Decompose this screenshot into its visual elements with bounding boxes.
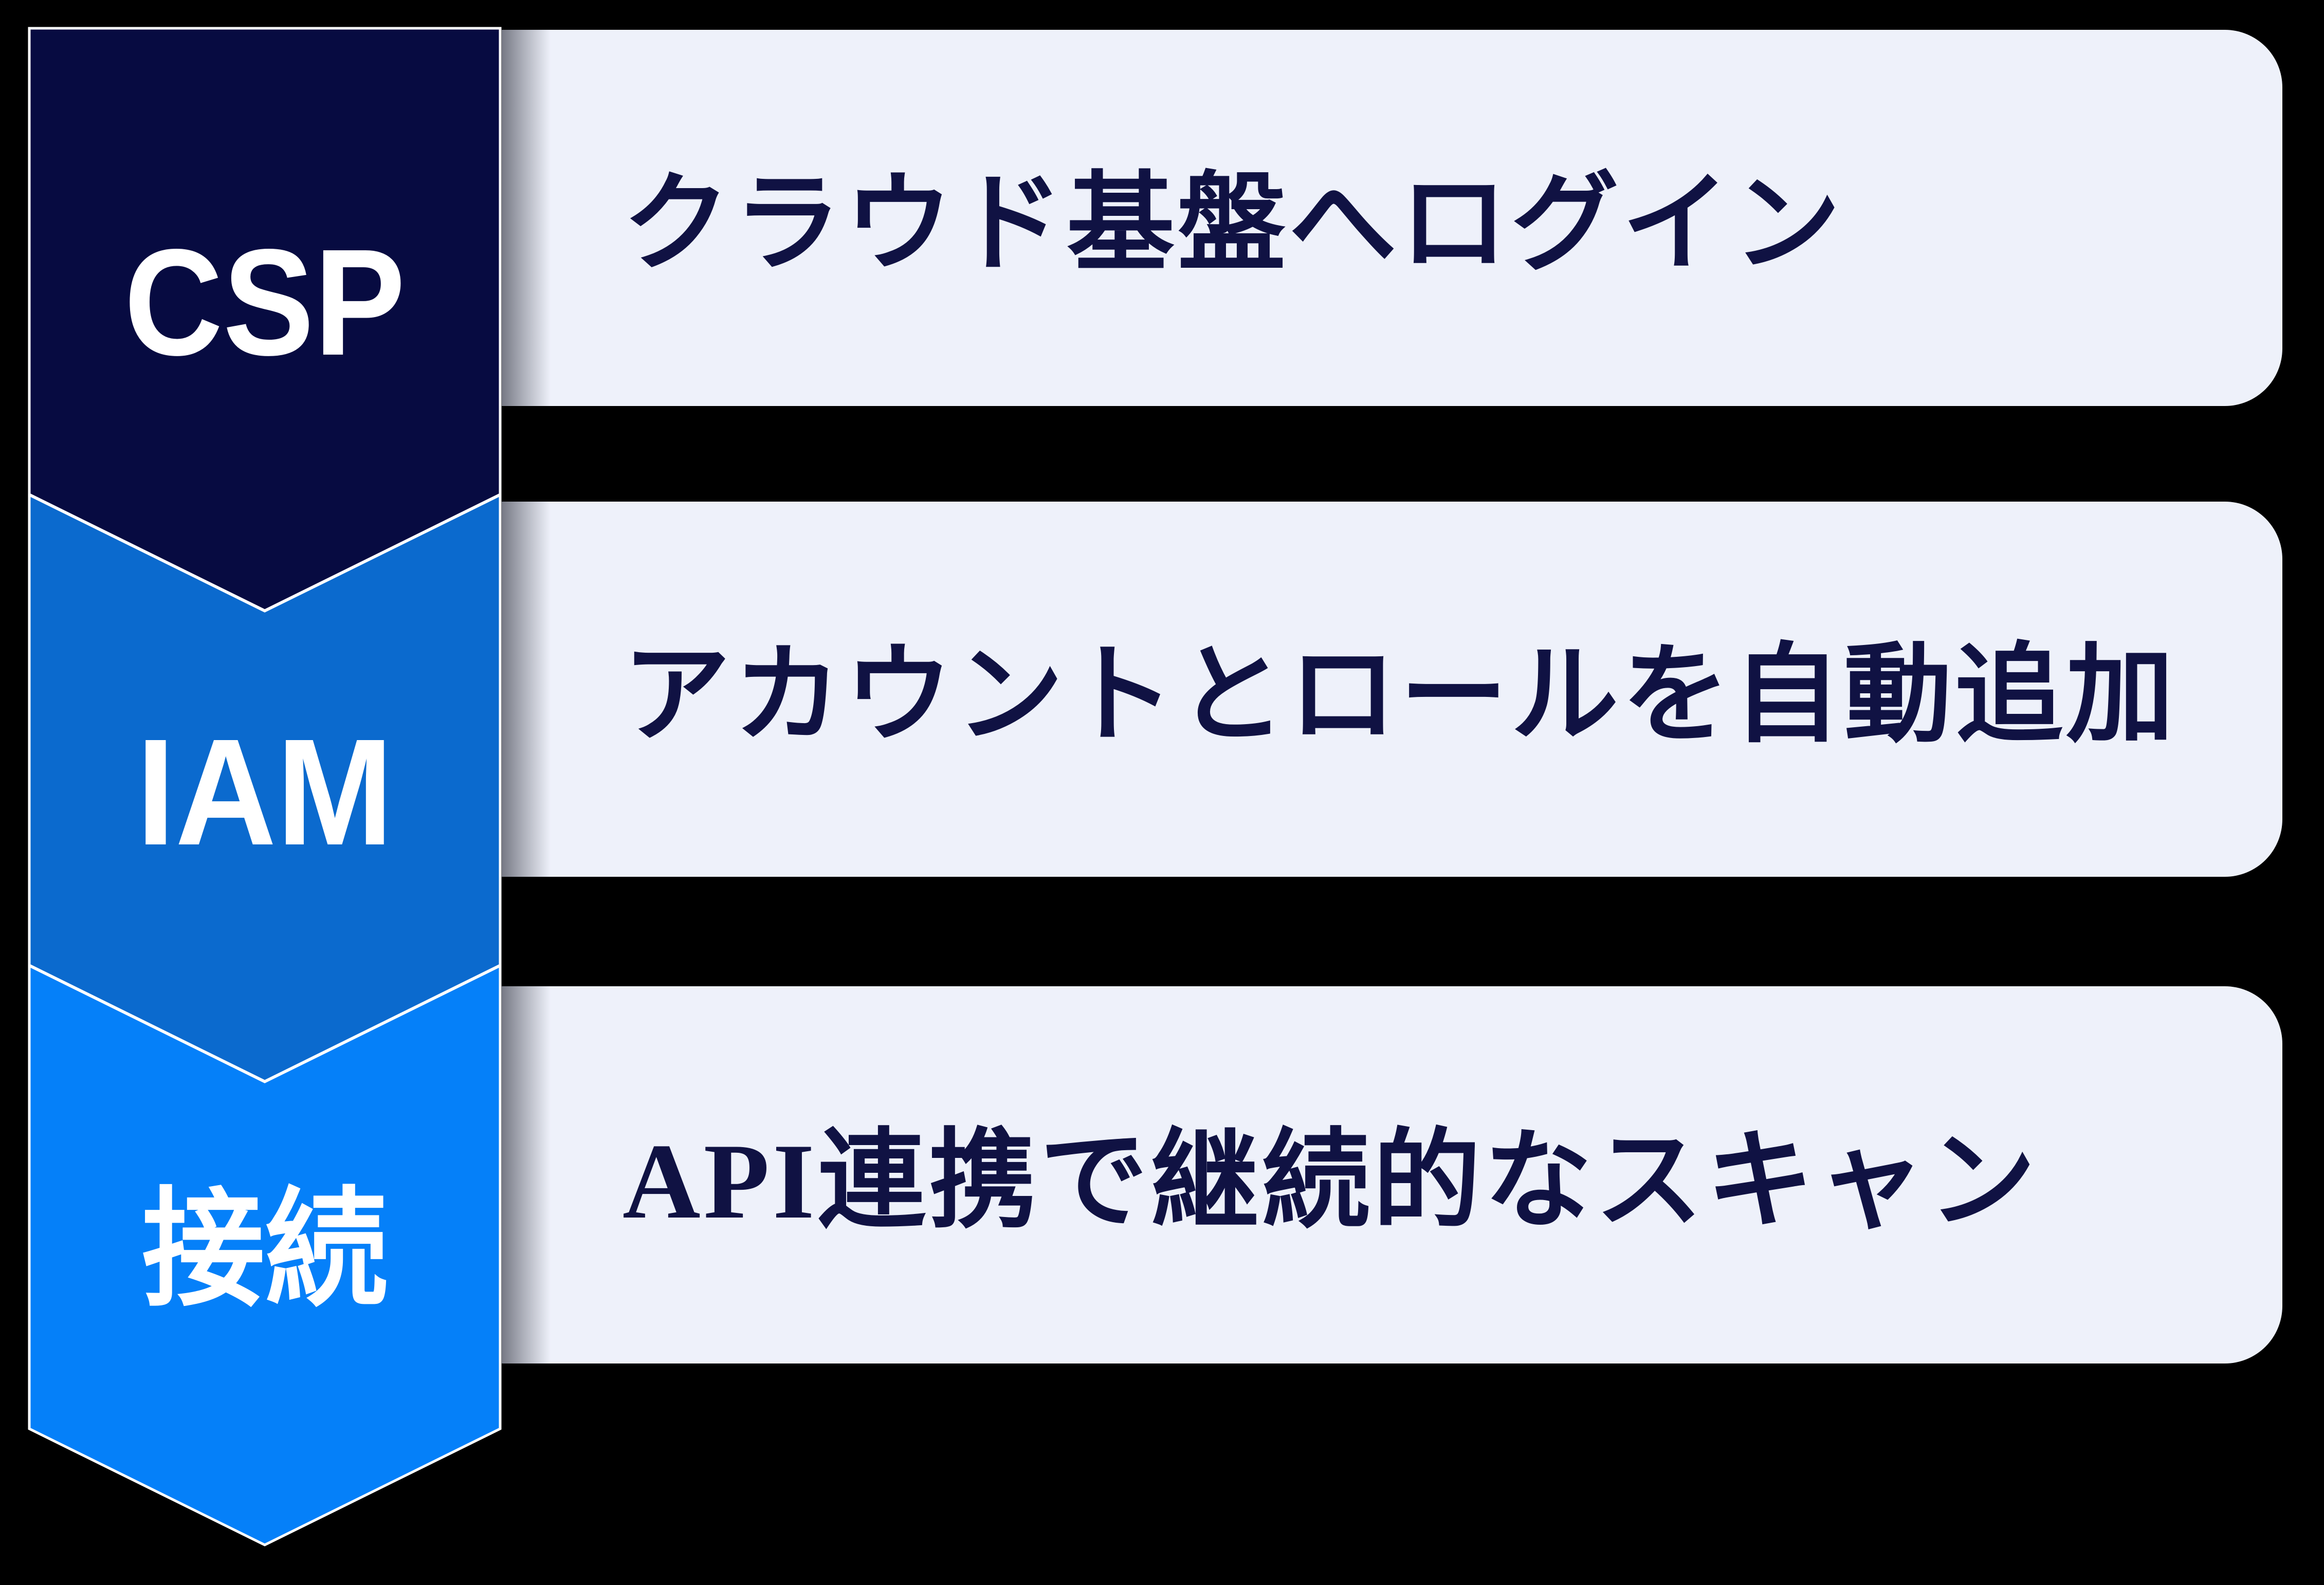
step-box-label: アカウントとロールを自動追加 [623,636,2177,755]
step-box-iam: アカウントとロールを自動追加 [502,502,2282,877]
step-box-setsuzoku: API連携で継続的なスキャン [502,986,2282,1363]
step-box-label: クラウド基盤へログイン [623,165,1844,284]
chevron-step-setsuzoku [28,963,502,1546]
step-box-label: API連携で継続的なスキャン [623,1122,2039,1241]
chevron-label-iam: IAM [136,707,393,877]
chevron-label-setsuzoku: 接続 [142,1178,388,1321]
chevron-column: CSP IAM 接続 [28,27,502,1546]
step-box-csp: クラウド基盤へログイン [502,30,2282,406]
chevron-label-csp: CSP [124,217,406,387]
